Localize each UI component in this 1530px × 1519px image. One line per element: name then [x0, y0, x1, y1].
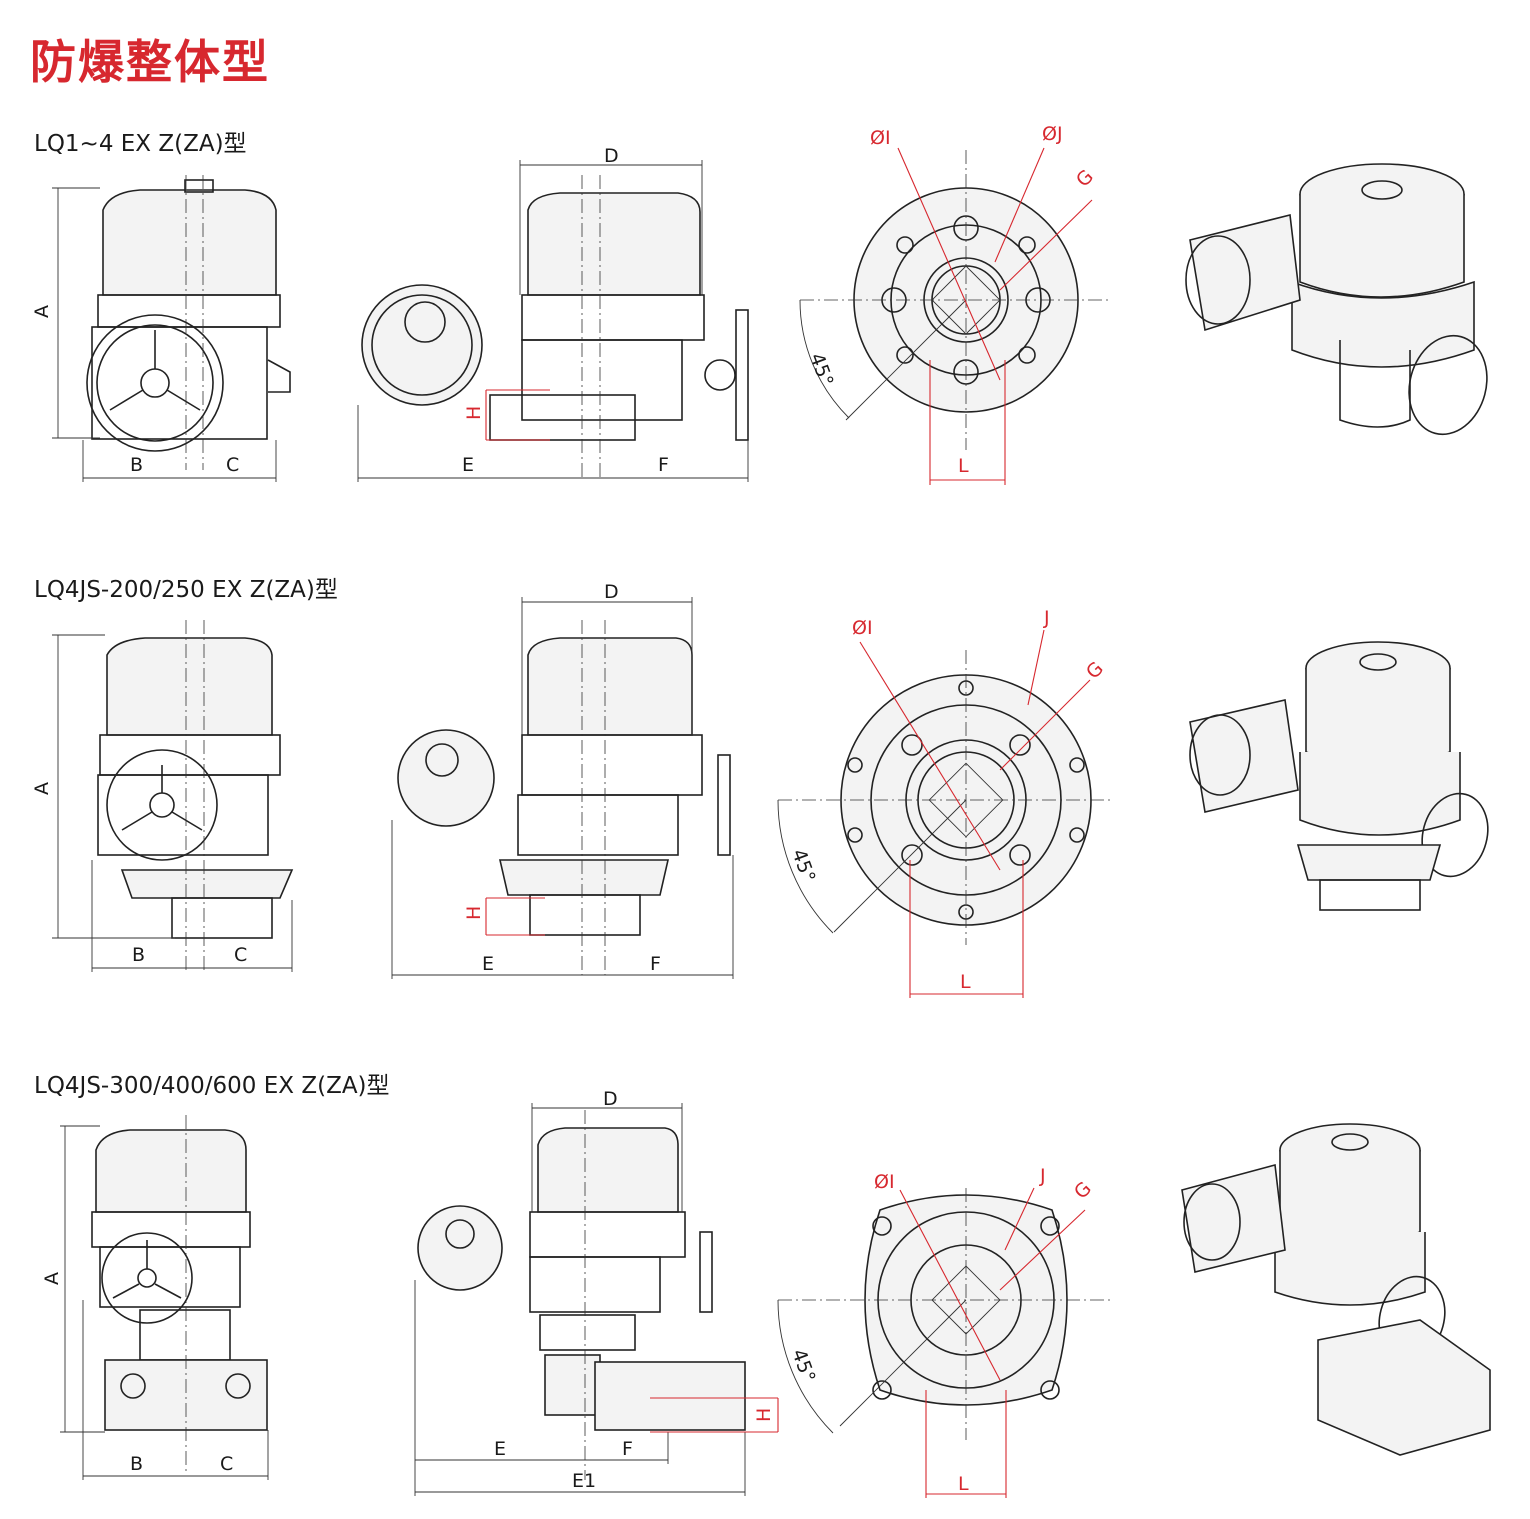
- front-view-1: [52, 175, 291, 482]
- isometric-view-2: [1189, 641, 1489, 911]
- isometric-view-1: [1185, 163, 1488, 436]
- front-view-2: [52, 620, 294, 972]
- dim-label-angle-2: 45°: [787, 846, 819, 885]
- page-title: 防爆整体型: [30, 35, 270, 89]
- flange-view-2: [777, 629, 1110, 998]
- dim-label-L-1: L: [958, 455, 969, 477]
- dim-label-B-1: B: [130, 454, 143, 476]
- section-2-drawings: A B C D E F H: [31, 581, 1489, 998]
- dim-label-E-3: E: [494, 1438, 506, 1460]
- dim-label-A-3: A: [41, 1272, 63, 1285]
- dim-label-angle-3: 45°: [787, 1346, 819, 1385]
- dim-label-J-3: J: [1039, 1165, 1046, 1187]
- dim-label-H-3: H: [753, 1408, 775, 1422]
- flange-view-3: [777, 1187, 1110, 1498]
- dim-label-H-1: H: [463, 406, 485, 420]
- dim-label-I-2: ØI: [852, 617, 873, 639]
- dim-label-E-2: E: [482, 953, 494, 975]
- dim-label-D-1: D: [604, 145, 619, 167]
- dim-label-J-1: ØJ: [1042, 123, 1063, 145]
- dim-label-D-2: D: [604, 581, 619, 603]
- side-view-1: [357, 160, 749, 482]
- section-1-drawings: A B C D E F H: [31, 123, 1488, 485]
- dim-label-C-2: C: [234, 944, 247, 966]
- dim-label-E-1: E: [462, 454, 474, 476]
- dim-label-F-2: F: [650, 953, 661, 975]
- dim-label-J-2: J: [1043, 607, 1050, 629]
- model-title-1: LQ1~4 EX Z(ZA)型: [34, 131, 247, 157]
- model-title-3: LQ4JS-300/400/600 EX Z(ZA)型: [34, 1073, 390, 1099]
- dim-label-A-1: A: [31, 305, 53, 318]
- dim-label-L-2: L: [960, 971, 971, 993]
- dim-label-F-1: F: [658, 454, 669, 476]
- dim-label-L-3: L: [958, 1473, 969, 1495]
- dim-label-angle-1: 45°: [805, 350, 837, 389]
- dim-label-G-3: G: [1070, 1178, 1096, 1204]
- dim-label-G-1: G: [1072, 166, 1098, 192]
- dim-label-B-3: B: [130, 1453, 143, 1475]
- dim-label-E1-3: E1: [572, 1470, 596, 1492]
- dim-label-G-2: G: [1082, 658, 1108, 684]
- side-view-3: [414, 1103, 779, 1496]
- section-3-drawings: A B C D E F E1 H: [41, 1088, 1491, 1498]
- model-title-2: LQ4JS-200/250 EX Z(ZA)型: [34, 577, 338, 603]
- dim-label-I-1: ØI: [870, 127, 891, 149]
- flange-view-1: [799, 147, 1112, 485]
- dim-label-A-2: A: [31, 782, 53, 795]
- dim-label-C-3: C: [220, 1453, 233, 1475]
- dim-label-I-3: ØI: [874, 1171, 895, 1193]
- dim-label-B-2: B: [132, 944, 145, 966]
- dim-label-H-2: H: [463, 906, 485, 920]
- dim-label-D-3: D: [603, 1088, 618, 1110]
- dim-label-C-1: C: [226, 454, 239, 476]
- isometric-view-3: [1181, 1123, 1491, 1456]
- front-view-3: [60, 1115, 269, 1480]
- dim-label-F-3: F: [622, 1438, 633, 1460]
- side-view-2: [391, 597, 734, 979]
